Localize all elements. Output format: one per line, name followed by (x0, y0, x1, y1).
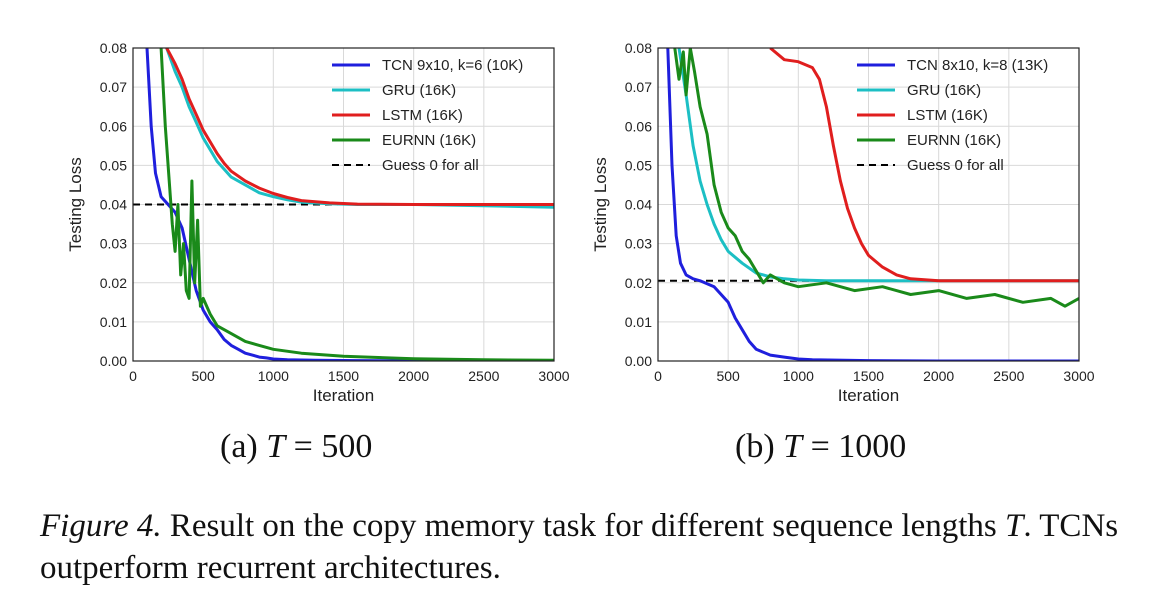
caption-var: T (1005, 508, 1024, 544)
legend-label: TCN 8x10, k=8 (13K) (907, 57, 1048, 74)
y-tick-label: 0.04 (100, 197, 127, 213)
y-tick-label: 0.03 (625, 236, 652, 252)
y-tick-label: 0.01 (100, 314, 127, 330)
chart-panel-b: 0 500 1000 1500 2000 2500 3000 0.00 0.01 0.02 0.03… (590, 28, 1095, 418)
x-tick-label: 2000 (398, 368, 429, 384)
y-tick-label: 0.02 (625, 275, 652, 291)
y-tick-label: 0.02 (100, 275, 127, 291)
y-tick-label: 0.07 (100, 79, 127, 95)
y-tick-label: 0.00 (625, 353, 652, 369)
y-tick-label: 0.05 (625, 157, 652, 173)
legend-label: LSTM (16K) (382, 107, 463, 124)
x-tick-label: 0 (654, 368, 662, 384)
legend-label: Guess 0 for all (907, 157, 1004, 174)
series-line-3 (673, 48, 1079, 308)
axes-frame (657, 47, 1080, 362)
series-group (133, 48, 554, 361)
series-line-2 (769, 48, 1079, 283)
x-tick-label: 0 (129, 368, 137, 384)
y-tick-label: 0.06 (625, 118, 652, 134)
legend-label: EURNN (16K) (382, 132, 476, 149)
chart-a-svg: 0 500 1000 1500 2000 2500 3000 0.00 0.01 0.02 0.03… (66, 40, 570, 405)
x-tick-label: 500 (716, 368, 740, 384)
series-line-0 (145, 48, 554, 361)
subcaption-a-prefix: (a) (220, 428, 258, 465)
x-tick-label: 1500 (853, 368, 884, 384)
y-tick-label: 0.00 (100, 353, 127, 369)
x-axis-label: Iteration (313, 386, 374, 405)
legend-label: GRU (16K) (907, 82, 981, 99)
legend-label: LSTM (16K) (907, 107, 988, 124)
figure-caption: Figure 4. Result on the copy memory task… (40, 505, 1140, 589)
series-line-2 (165, 48, 554, 206)
chart-b-svg: 0 500 1000 1500 2000 2500 3000 0.00 0.01 0.02 0.03… (591, 40, 1095, 405)
y-tick-label: 0.06 (100, 118, 127, 134)
y-tick-label: 0.04 (625, 197, 652, 213)
y-axis-label: Testing Loss (66, 157, 85, 252)
y-axis-label: Testing Loss (591, 157, 610, 252)
y-tick-label: 0.01 (625, 314, 652, 330)
x-tick-label: 3000 (538, 368, 569, 384)
subcaption-b-prefix: (b) (735, 428, 775, 465)
caption-text-1: Result on the copy memory task for diffe… (161, 508, 1006, 544)
x-tick-label: 3000 (1063, 368, 1094, 384)
subcaption-a: (a) T = 500 (220, 428, 372, 466)
y-tick-label: 0.07 (625, 79, 652, 95)
x-axis-label: Iteration (838, 386, 899, 405)
subcaption-a-eq: = (293, 428, 313, 465)
axes-frame (132, 47, 555, 362)
y-tick-label: 0.08 (100, 40, 127, 56)
legend-label: GRU (16K) (382, 82, 456, 99)
series-line-0 (666, 48, 1079, 361)
x-tick-label: 500 (191, 368, 215, 384)
x-tick-label: 2500 (468, 368, 499, 384)
legend-label: EURNN (16K) (907, 132, 1001, 149)
subcaption-b: (b) T = 1000 (735, 428, 906, 466)
subcaption-b-eq: = (810, 428, 830, 465)
subcaption-a-value: 500 (321, 428, 373, 465)
subcaption-b-value: 1000 (838, 428, 907, 465)
y-tick-label: 0.08 (625, 40, 652, 56)
y-tick-label: 0.05 (100, 157, 127, 173)
chart-panel-a: 0 500 1000 1500 2000 2500 3000 0.00 0.01 0.02 0.03… (65, 28, 570, 418)
x-tick-label: 1000 (783, 368, 814, 384)
x-tick-label: 1000 (258, 368, 289, 384)
y-tick-label: 0.03 (100, 236, 127, 252)
series-line-3 (159, 48, 554, 361)
series-group (658, 48, 1079, 361)
legend-label: Guess 0 for all (382, 157, 479, 174)
x-tick-label: 1500 (328, 368, 359, 384)
subcaption-b-var: T (783, 428, 803, 465)
subcaption-a-var: T (266, 428, 286, 465)
x-tick-label: 2500 (993, 368, 1024, 384)
figure-label: Figure 4. (40, 508, 162, 544)
legend-label: TCN 9x10, k=6 (10K) (382, 57, 523, 74)
series-line-1 (677, 48, 1079, 283)
caption-text-2: . TCNs outperform recurrent architecture… (40, 508, 1119, 586)
x-tick-label: 2000 (923, 368, 954, 384)
